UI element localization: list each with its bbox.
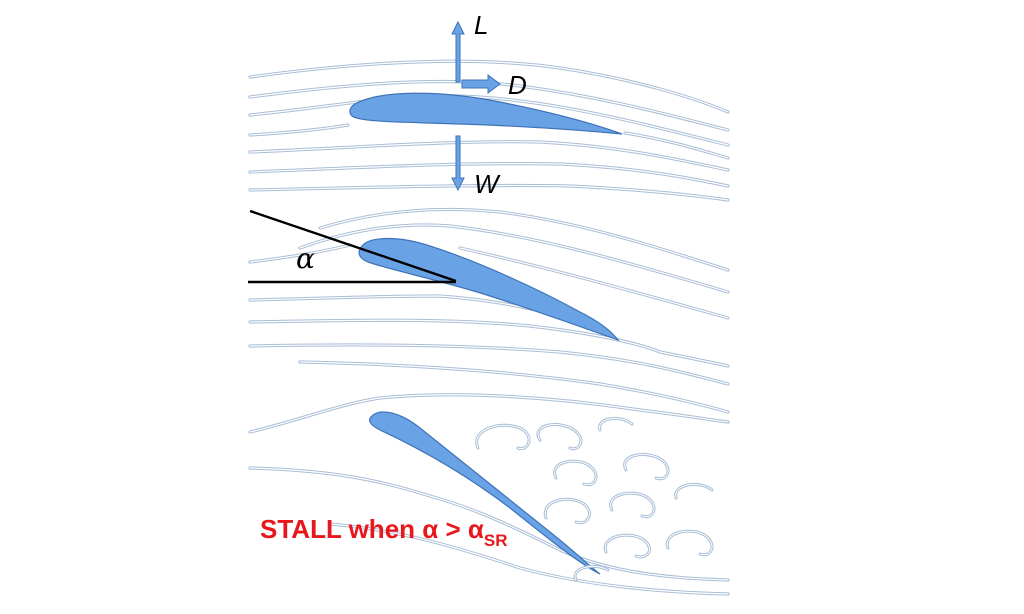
- panel-stall: [248, 393, 730, 596]
- streamline-highlight: [319, 208, 729, 271]
- stall-caption-main: STALL when α > α: [260, 514, 484, 544]
- lift-label: L: [474, 10, 488, 40]
- stall-caption: STALL when α > αSR: [260, 514, 507, 550]
- streamline-highlight: [329, 523, 729, 595]
- streamline-highlight: [249, 141, 729, 171]
- streamline-highlight: [459, 247, 729, 319]
- stall-caption-subscript: SR: [484, 531, 508, 550]
- streamline-highlight: [610, 492, 655, 518]
- streamline-highlight: [249, 394, 729, 433]
- streamline-highlight: [249, 319, 729, 367]
- streamline-highlight: [574, 565, 609, 581]
- streamline-highlight: [666, 530, 713, 556]
- streamline-highlight: [249, 244, 351, 263]
- airfoil-angled: [358, 237, 620, 342]
- drag-arrow: [461, 74, 501, 94]
- streamline-highlight: [299, 224, 729, 293]
- streamline-highlight: [554, 460, 597, 486]
- streamline-highlight: [249, 80, 729, 131]
- streamline-highlight: [604, 534, 650, 558]
- panel-level-flight: L D W: [248, 10, 730, 202]
- streamline-highlight: [624, 454, 669, 480]
- panel-angle-of-attack: α: [248, 207, 730, 414]
- streamline-highlight: [599, 417, 633, 431]
- drag-label: D: [508, 70, 527, 100]
- turbulent-eddies: [475, 416, 714, 582]
- streamline-highlight: [249, 467, 729, 581]
- streamline-highlight: [675, 483, 713, 499]
- airfoil-level: [349, 92, 623, 135]
- streamline-highlight: [624, 132, 729, 159]
- weight-label: W: [474, 169, 501, 199]
- lift-arrow: [451, 20, 465, 83]
- streamline-highlight: [249, 184, 729, 201]
- weight-arrow: [451, 135, 465, 192]
- streamline-highlight: [476, 424, 530, 450]
- airfoil-stalled: [369, 411, 601, 575]
- streamlines-bottom: [248, 393, 730, 596]
- streamline-highlight: [544, 498, 590, 524]
- streamline-highlight: [299, 361, 729, 413]
- streamline-highlight: [249, 60, 729, 113]
- alpha-label: α: [296, 242, 315, 275]
- chord-line: [249, 209, 457, 283]
- streamline-highlight: [249, 344, 729, 385]
- streamline-highlight: [249, 124, 349, 136]
- streamline-highlight: [249, 163, 729, 187]
- streamline-highlight: [537, 424, 582, 450]
- streamlines-middle: [248, 207, 730, 414]
